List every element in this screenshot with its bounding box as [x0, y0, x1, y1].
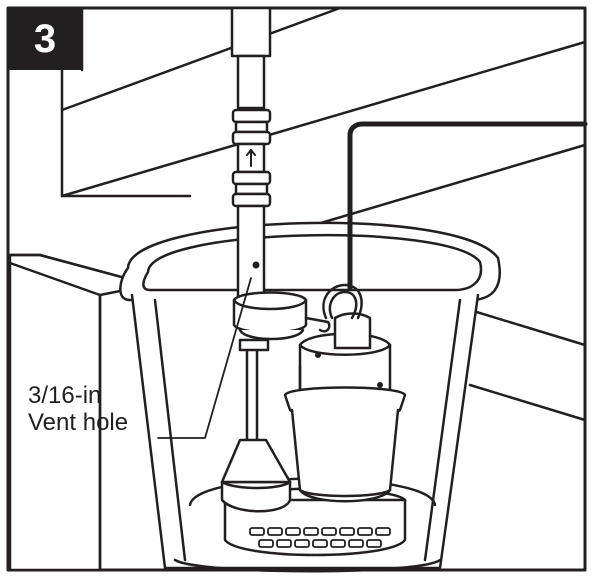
- callout-leader: [157, 277, 252, 439]
- step-number: 3: [33, 16, 57, 61]
- vent-hole: [252, 261, 260, 269]
- floor-joist: [60, 6, 587, 237]
- pump-base: [223, 487, 407, 557]
- pump-switch-housing: [232, 291, 331, 341]
- up-arrow-icon: [246, 149, 256, 167]
- step-number-badge: 3: [8, 8, 82, 70]
- vent-hole-callout: 3/16-in Vent hole: [28, 382, 128, 436]
- callout-name-label: Vent hole: [28, 409, 129, 436]
- power-cord: [347, 121, 588, 291]
- callout-size-label: 3/16-in: [28, 382, 102, 409]
- discharge-pipe: [230, 6, 272, 300]
- submersible-pump: [283, 283, 407, 503]
- float-switch: [220, 338, 292, 513]
